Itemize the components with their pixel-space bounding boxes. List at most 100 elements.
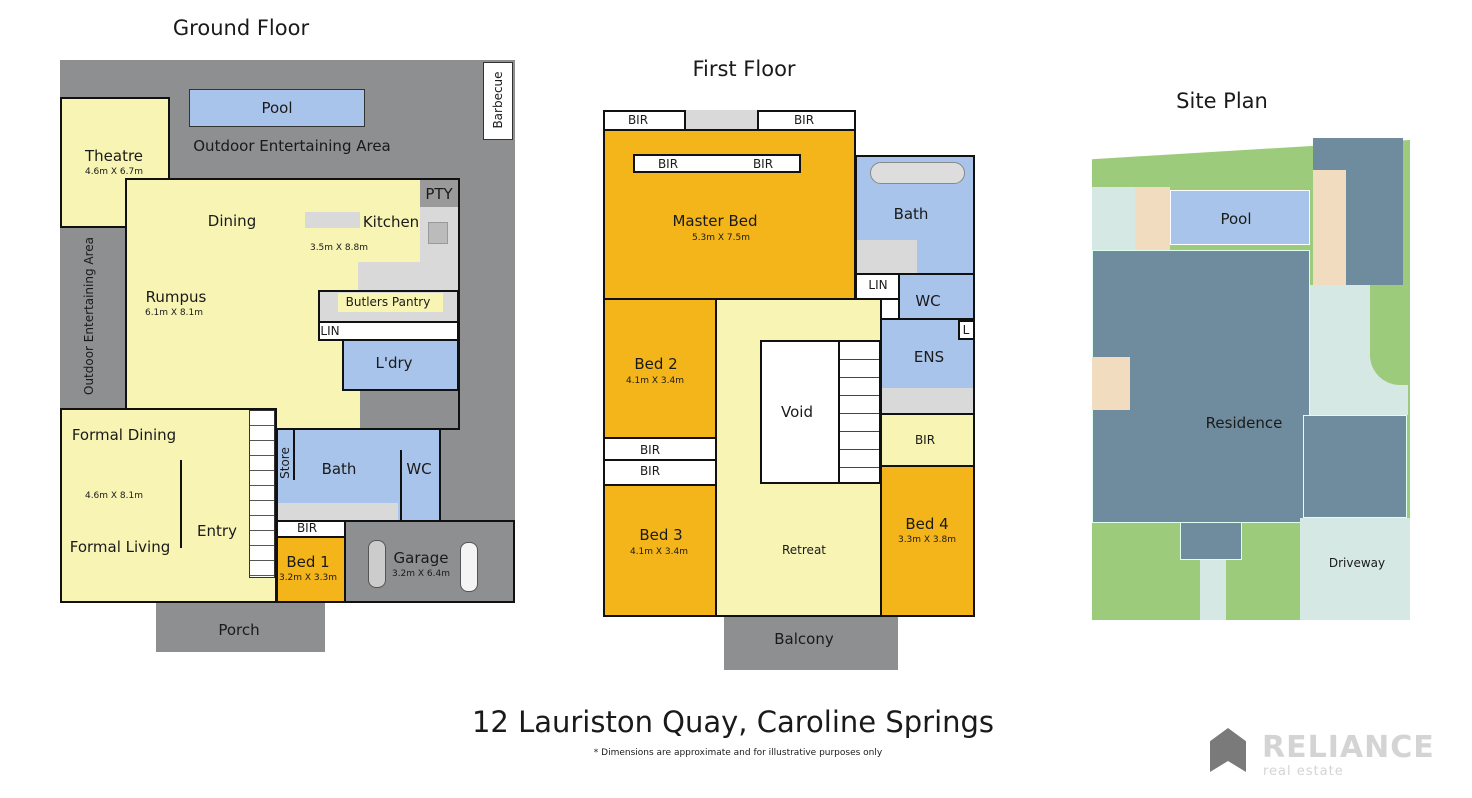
site-decking [1135,187,1170,250]
cooktop-icon [428,222,448,244]
theatre-label: Theatre [84,147,144,165]
outdoor-strip [360,391,458,428]
bir-label: BIR [639,443,661,457]
bir [603,437,717,461]
kitchen-island [305,212,360,228]
bed2-label: Bed 2 [634,355,678,373]
kitchen-label: Kitchen [362,213,420,231]
site-pool [1170,190,1310,245]
void-label: Void [781,403,813,421]
address-title: 12 Lauriston Quay, Caroline Springs [471,705,995,739]
driveway-label: Driveway [1328,556,1386,570]
master-label: Master Bed [672,212,758,230]
formal-dim: 4.6m X 8.1m [84,491,144,501]
outdoor-area-label: Outdoor Entertaining Area [193,137,391,155]
bir [603,459,717,486]
porch [156,603,325,652]
site-pool-label: Pool [1220,210,1252,228]
site-decking [1092,357,1130,410]
rumpus-dim: 6.1m X 8.1m [144,308,204,318]
pool-label: Pool [261,99,293,117]
wc-label: WC [915,292,941,310]
formal-dining-label: Formal Dining [71,426,177,444]
residence-label: Residence [1205,414,1283,432]
staircase [249,410,275,578]
pool [189,89,365,127]
garage-dim: 3.2m X 6.4m [391,569,451,579]
bed-3 [603,484,717,617]
vanity [278,503,398,520]
bed1-label: Bed 1 [286,553,330,571]
car-icon [368,540,386,588]
reliance-logo-icon [1210,728,1246,772]
barbecue-label: Barbecue [491,71,505,129]
balcony [724,617,898,670]
bir-label: BIR [752,157,774,171]
dining-label: Dining [207,212,257,230]
lin-label: LIN [320,324,340,338]
bir-label: BIR [627,113,649,127]
kitchen-counter [358,262,458,290]
outdoor-side [60,228,125,408]
site-plan-heading: Site Plan [1176,89,1268,113]
bir-label: BIR [296,521,318,535]
bed3-dim: 4.1m X 3.4m [629,547,689,557]
car-icon [460,542,478,592]
bir [633,154,801,173]
bir [880,413,975,467]
garage-label: Garage [393,549,449,567]
pantry [420,180,458,207]
kitchen-dim: 3.5m X 8.8m [309,243,369,253]
bed2-dim: 4.1m X 3.4m [625,376,685,386]
bir-label: BIR [639,464,661,478]
butlers-pantry-label: Butlers Pantry [345,295,431,309]
shower [857,240,917,273]
ens-label: ENS [913,348,945,366]
lin-label: LIN [868,278,888,292]
ground-floor-heading: Ground Floor [172,16,310,40]
store-label: Store [278,447,292,479]
bed4-dim: 3.3m X 3.8m [897,535,957,545]
wc-wall [400,450,402,520]
laundry [342,339,459,391]
laundry-label: L'dry [375,354,413,372]
outdoor-side-label: Outdoor Entertaining Area [82,237,96,395]
retreat-label: Retreat [782,543,826,557]
staircase [838,342,879,482]
partition-wall [180,460,182,548]
formal-living-label: Formal Living [69,538,171,556]
bath-label: Bath [893,205,929,223]
site-decking [1313,170,1346,285]
bir-label: BIR [914,433,936,447]
bed-1 [276,536,346,603]
porch-label: Porch [218,621,260,639]
formal-zone [60,408,277,603]
disclaimer: * Dimensions are approximate and for ill… [593,748,883,758]
store-wall [293,430,295,480]
wc-label: WC [406,460,432,478]
bir-label: BIR [793,113,815,127]
theatre-dim: 4.6m X 6.7m [84,167,144,177]
linen-l [958,320,975,340]
rumpus-label: Rumpus [145,288,207,306]
entry-label: Entry [197,522,237,540]
logo-name: RELIANCE [1262,730,1435,765]
site-paving [1092,187,1137,250]
balcony-label: Balcony [774,630,834,648]
residence-roof [1303,415,1407,518]
bed1-dim: 3.2m X 3.3m [278,573,338,583]
site-structure [1346,170,1403,285]
first-floor-heading: First Floor [692,57,796,81]
bath-label: Bath [321,460,357,478]
bed3-label: Bed 3 [639,526,683,544]
shower [882,388,973,413]
bathtub-icon [870,162,965,184]
pty-label: PTY [425,185,453,203]
driveway [1300,518,1410,620]
path [1200,560,1226,620]
bir-label: BIR [657,157,679,171]
vanity [686,110,758,131]
residence-porch [1180,522,1242,560]
logo-tagline: real estate [1263,764,1344,779]
